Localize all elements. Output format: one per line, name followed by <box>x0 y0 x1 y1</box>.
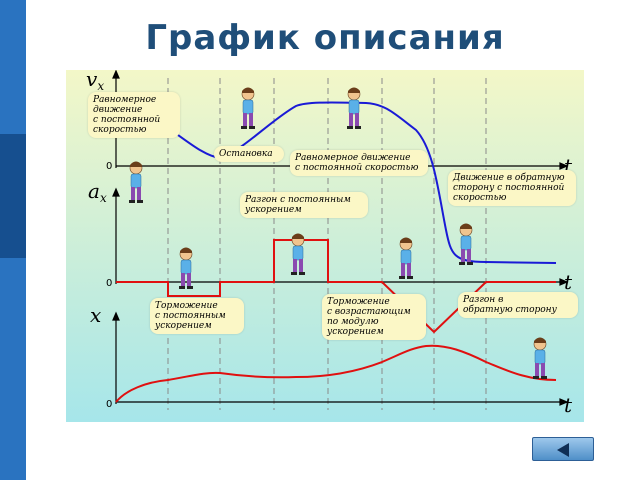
zero-label-position: 0 <box>106 399 112 410</box>
t-label-position: t <box>564 393 573 417</box>
label-stop: Остановка <box>214 146 284 162</box>
arrow-left-icon <box>557 443 569 457</box>
position-curve <box>115 344 557 403</box>
motion-graphs-panel: vx ax x t t t 0 0 0 Равномерное движение… <box>66 67 584 422</box>
t-label-velocity: t <box>564 154 573 178</box>
acceleration-curve <box>116 239 556 334</box>
zero-label-velocity: 0 <box>106 161 112 172</box>
label-reverse-uniform: Движение в обратную сторону с постоянной… <box>448 170 576 206</box>
label-accel-const: Разгон с постоянным ускорением <box>240 192 368 218</box>
label-decel-const: Торможение с постоянным ускорением <box>150 298 244 334</box>
label-uniform-motion-1: Равномерное движение с постоянной скорос… <box>88 92 180 138</box>
label-uniform-motion-2: Равномерное движение с постоянной скорос… <box>290 150 428 176</box>
back-button[interactable] <box>532 437 594 461</box>
label-accel-reverse: Разгон в обратную сторону <box>458 292 578 318</box>
sidebar-decoration <box>0 0 26 480</box>
x-axis-label: x <box>90 303 101 327</box>
page-title: График описания <box>145 18 505 58</box>
t-label-acceleration: t <box>564 270 573 294</box>
zero-label-acceleration: 0 <box>106 278 112 289</box>
label-decel-increasing: Торможение с возрастающим по модулю уско… <box>322 294 426 340</box>
vx-axis-label: vx <box>86 70 104 93</box>
ax-axis-label: ax <box>88 179 107 205</box>
